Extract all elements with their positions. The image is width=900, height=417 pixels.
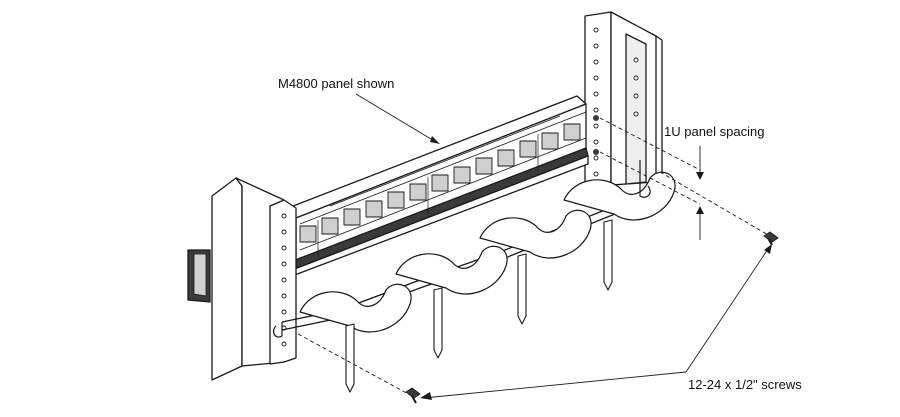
right-rack-rail [584, 11, 663, 193]
left-rack-rail [187, 177, 297, 381]
spacing-callout-label: 1U panel spacing [664, 124, 765, 139]
cable-manager [272, 160, 676, 393]
leader-lines [297, 93, 772, 400]
panel-callout-label: M4800 panel shown [278, 76, 395, 91]
screw-right [763, 231, 779, 246]
screw-left [405, 387, 421, 404]
screws-callout-label: 12-24 x 1/2" screws [688, 377, 802, 392]
patch-panel [287, 95, 589, 277]
